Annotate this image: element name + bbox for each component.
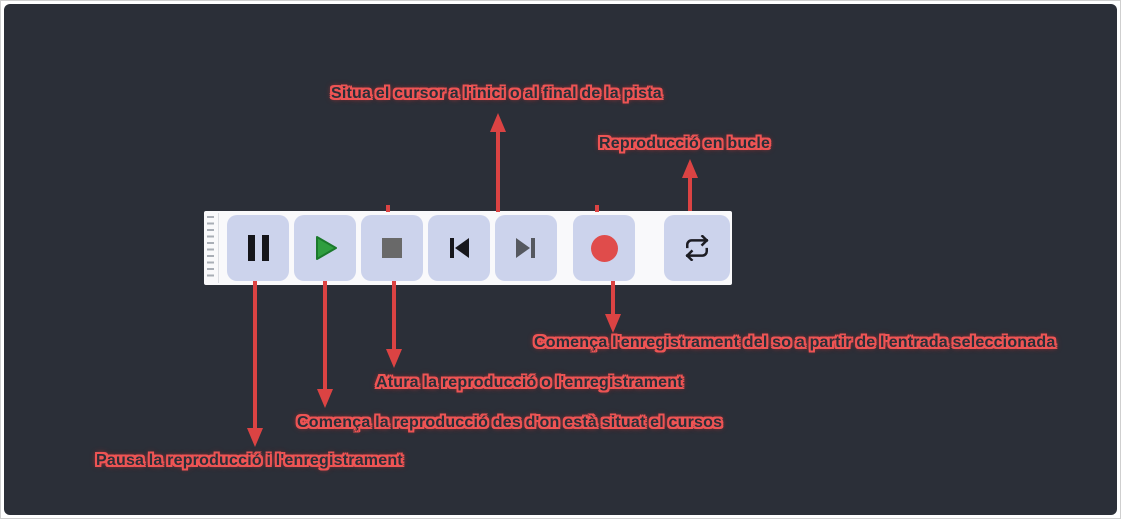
arrow-head <box>490 113 506 132</box>
arrow-head <box>247 428 263 447</box>
arrow-to-play-label <box>317 281 333 408</box>
arrow-head <box>605 314 621 333</box>
pause-button[interactable] <box>227 215 289 281</box>
stop-annotation-label: Atura la reproducció o l'enregistrament <box>376 374 683 391</box>
arrow-head <box>682 159 698 178</box>
arrow-to-record-label <box>605 281 621 333</box>
arrow-to-pause-label <box>247 281 263 447</box>
toolbar-grip-handle[interactable] <box>207 216 214 280</box>
toolbar-grip-separator <box>218 213 219 283</box>
stop-icon <box>382 238 402 258</box>
record-icon <box>590 234 618 262</box>
arrow-head <box>317 389 333 408</box>
skip-to-start-icon <box>450 238 469 258</box>
loop-icon <box>685 235 709 261</box>
arrow-shaft <box>253 281 257 432</box>
loop-button[interactable] <box>664 215 730 281</box>
pause-icon <box>247 235 269 261</box>
arrow-shaft <box>496 128 500 212</box>
play-icon <box>316 236 337 260</box>
pause-annotation-label: Pausa la reproducció i l'enregistrament <box>96 452 403 469</box>
arrow-to-stop-label <box>386 281 402 368</box>
arrow-to-skip-label <box>490 113 506 212</box>
play-annotation-label: Comença la reproducció des d'on està sit… <box>297 414 723 431</box>
skip-to-end-button[interactable] <box>495 215 557 281</box>
dark-background: Situa el cursor a l'inici o al final de … <box>4 4 1117 515</box>
stop-button[interactable] <box>361 215 423 281</box>
record-annotation-label: Comença l'enregistrament del so a partir… <box>534 334 1056 351</box>
arrow-shaft <box>688 174 692 211</box>
arrow-to-loop-label <box>682 159 698 211</box>
skip-annotation-label: Situa el cursor a l'inici o al final de … <box>331 85 662 102</box>
arrow-shaft <box>611 281 615 318</box>
red-mark <box>386 205 390 212</box>
red-mark <box>595 205 599 212</box>
record-button[interactable] <box>573 215 635 281</box>
arrow-shaft <box>323 281 327 393</box>
arrow-head <box>386 349 402 368</box>
loop-annotation-label: Reproducció en bucle <box>599 135 771 152</box>
arrow-shaft <box>392 281 396 353</box>
transport-toolbar <box>204 211 732 285</box>
skip-to-end-icon <box>516 238 535 258</box>
skip-to-start-button[interactable] <box>428 215 490 281</box>
play-button[interactable] <box>294 215 356 281</box>
